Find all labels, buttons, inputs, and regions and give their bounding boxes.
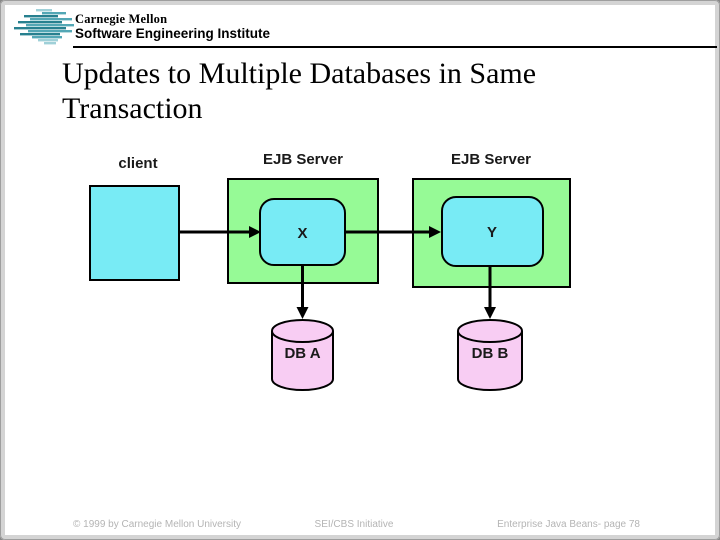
bean-x-label: X [297, 225, 307, 242]
y-to-dbb-arrowhead [484, 307, 496, 319]
ejb-server2-label: EJB Server [451, 151, 531, 168]
db-a-top [271, 319, 334, 343]
db-b-top [457, 319, 523, 343]
x-to-dba-arrowhead [296, 307, 309, 319]
client-to-x-arrowhead [249, 226, 261, 238]
bean-y-label: Y [487, 224, 497, 241]
db-a-label: DB A [284, 345, 320, 362]
bean-x-box [259, 198, 346, 266]
sei-name: Software Engineering Institute [75, 26, 271, 41]
footer-page-number: Enterprise Java Beans- page 78 [497, 519, 640, 530]
sei-logo-icon [14, 9, 74, 45]
db-a-cylinder [271, 319, 334, 391]
brand-block: Carnegie Mellon Software Engineering Ins… [75, 12, 270, 42]
bean-y-box [441, 196, 544, 267]
page-title: Updates to Multiple Databases in Same Tr… [62, 57, 537, 125]
client-label: client [118, 155, 157, 172]
header-divider [73, 46, 717, 48]
footer-copyright: © 1999 by Carnegie Mellon University [73, 519, 242, 530]
db-a-body [271, 331, 334, 391]
ejb-server1-label: EJB Server [263, 151, 343, 168]
carnegie-mellon-wordmark: Carnegie Mellon [75, 12, 168, 26]
db-b-body [457, 331, 523, 391]
client-box [89, 185, 180, 281]
db-b-cylinder [457, 319, 523, 391]
footer-initiative: SEI/CBS Initiative [314, 519, 394, 530]
x-to-y-arrowhead [429, 226, 441, 238]
db-b-label: DB B [472, 345, 509, 362]
